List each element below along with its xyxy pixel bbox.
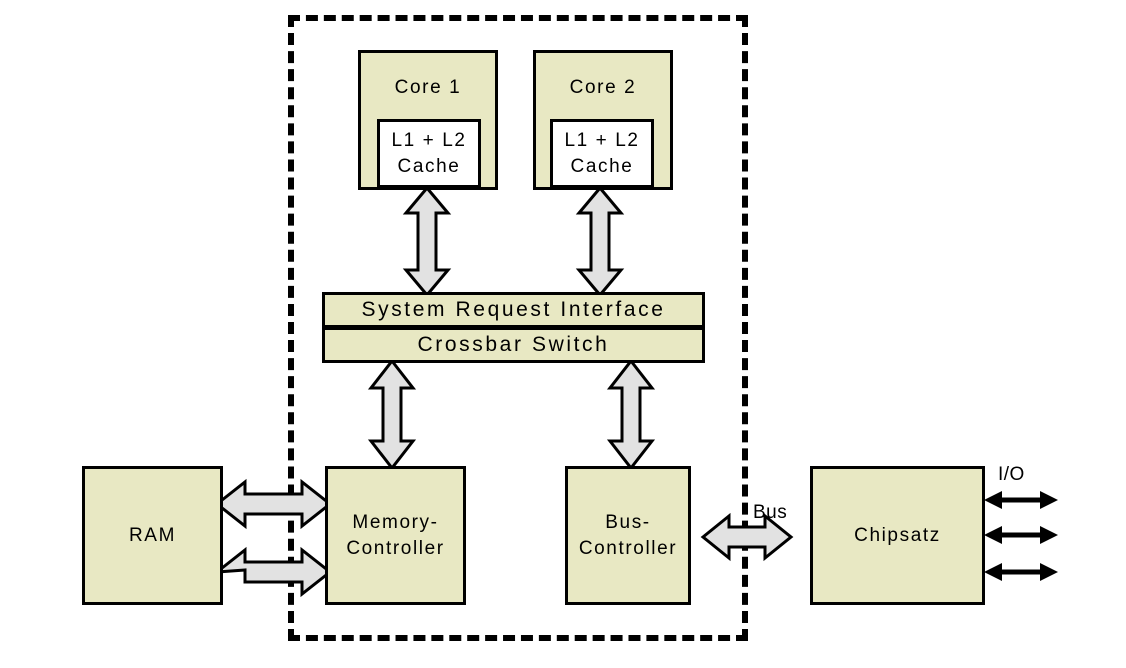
block-core-1-cache[interactable]: L1 + L2 Cache bbox=[377, 119, 481, 188]
arrow-chipset-io-2 bbox=[984, 526, 1058, 544]
arrow-chipset-io-1 bbox=[984, 491, 1058, 509]
crossbar-switch-label: Crossbar Switch bbox=[417, 333, 610, 357]
block-chipset[interactable]: Chipsatz bbox=[810, 466, 985, 605]
core-1-label: Core 1 bbox=[394, 77, 462, 98]
block-memory-controller[interactable]: Memory- Controller bbox=[325, 466, 466, 605]
bus-controller-line-1: Bus- bbox=[605, 512, 651, 534]
io-label: I/O bbox=[998, 464, 1025, 485]
ram-label: RAM bbox=[128, 524, 177, 546]
core-2-label: Core 2 bbox=[569, 77, 637, 98]
system-request-interface-label: System Request Interface bbox=[361, 298, 666, 322]
bus-connection-label: Bus bbox=[753, 502, 788, 523]
chipset-label: Chipsatz bbox=[854, 524, 941, 546]
core-2-cache-line-1: L1 + L2 bbox=[564, 130, 640, 152]
block-crossbar-switch[interactable]: Crossbar Switch bbox=[322, 327, 705, 363]
core-1-cache-line-1: L1 + L2 bbox=[391, 130, 467, 152]
block-bus-controller[interactable]: Bus- Controller bbox=[565, 466, 691, 605]
block-system-request-interface[interactable]: System Request Interface bbox=[322, 292, 705, 328]
bus-controller-line-2: Controller bbox=[578, 537, 678, 559]
memory-controller-line-1: Memory- bbox=[352, 512, 439, 534]
core-2-cache-line-2: Cache bbox=[570, 155, 634, 177]
cpu-die-dashed-boundary bbox=[288, 15, 748, 641]
core-1-cache-line-2: Cache bbox=[397, 155, 461, 177]
block-core-2-cache[interactable]: L1 + L2 Cache bbox=[550, 119, 654, 188]
arrow-chipset-io-3 bbox=[984, 563, 1058, 581]
block-ram[interactable]: RAM bbox=[82, 466, 223, 605]
memory-controller-line-2: Controller bbox=[346, 537, 445, 559]
